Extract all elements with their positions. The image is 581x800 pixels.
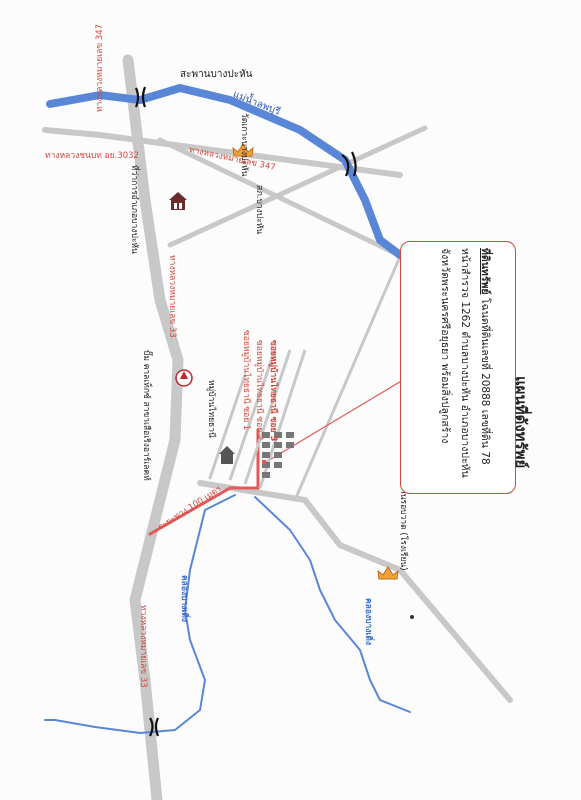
bridge-label: สะพานบางปะหัน (180, 69, 253, 80)
soi-1-road (228, 349, 277, 481)
dot-marker (410, 615, 414, 619)
soi2-label: ซอยหมู่บ้านไทยธานี ซอย 2 (254, 340, 264, 441)
canal-right (254, 496, 411, 713)
property-deed: โฉนดที่ดินเลขที่ 20888 เลขที่ดิน 78 (479, 297, 491, 465)
highway-347-road (42, 127, 403, 178)
canal-left-label: คลองบางเดิ่ง (179, 575, 189, 623)
local-road (208, 373, 247, 480)
hwy347-top-label: ทางหลวงหมายเลข 347 (95, 23, 105, 112)
property-province: จังหวัดพระนครศรีอยุธยา พร้อมสิ่งปลูกสร้า… (439, 248, 451, 444)
hwy33-upper-label: ทางหลวงหมายเลข 33 (167, 255, 177, 338)
gas-station-label: ปั๊ม คาลเท็กซ์ สาขาเสือเริงอาร์เลคท์ (141, 350, 151, 481)
bridge-icon (134, 86, 357, 737)
house-icon (219, 446, 235, 464)
soi3-label: ซอยหมู่บ้านไทยธานี ซอย 3 (268, 340, 278, 442)
access-route (148, 428, 260, 536)
temple-icon (232, 143, 399, 580)
police-label: สภ.บางปะหัน (254, 185, 264, 235)
gas-station-icon (175, 369, 193, 387)
temple-bangpahan-label: วัดเกาะบางปะหัน (239, 113, 249, 177)
soi-2-road (243, 349, 292, 485)
government-office-icon (169, 192, 187, 210)
hwy33-lower-label: ทางหลวงหมายเลข 33 (138, 605, 148, 688)
property-callout: ที่ดินทรัพย์ โฉนดที่ดินเลขที่ 20888 เลขท… (400, 241, 516, 494)
lower-road (197, 480, 513, 703)
property-heading: ที่ดินทรัพย์ (479, 248, 491, 295)
canal-right-label: คลองบางเดิ่ง (363, 598, 373, 646)
buildings-icon (262, 432, 294, 478)
soi1-label: ซอยหมู่บ้านไทยธานี ซอย 1 (241, 330, 251, 431)
lopburi-river (46, 84, 404, 259)
village-label: หมู่บ้านไทยธานี (206, 380, 216, 438)
soi-road-right (293, 243, 407, 502)
district-office-label: ที่ว่าการอำเภอบางปะหัน (129, 165, 139, 254)
property-survey: หน้าสำรวจ 1262 ตำบลบางปะหัน อำเภอบางปะหั… (459, 248, 471, 478)
callout-leader (265, 379, 404, 463)
diagonal-road (167, 125, 428, 248)
map-title: แผนที่ดังทรัพย์ (512, 376, 530, 469)
canal-left (44, 494, 236, 734)
rural-road-label: ทางหลวงชนบท อย.3032 (45, 151, 139, 161)
highway-33-road (122, 54, 184, 800)
